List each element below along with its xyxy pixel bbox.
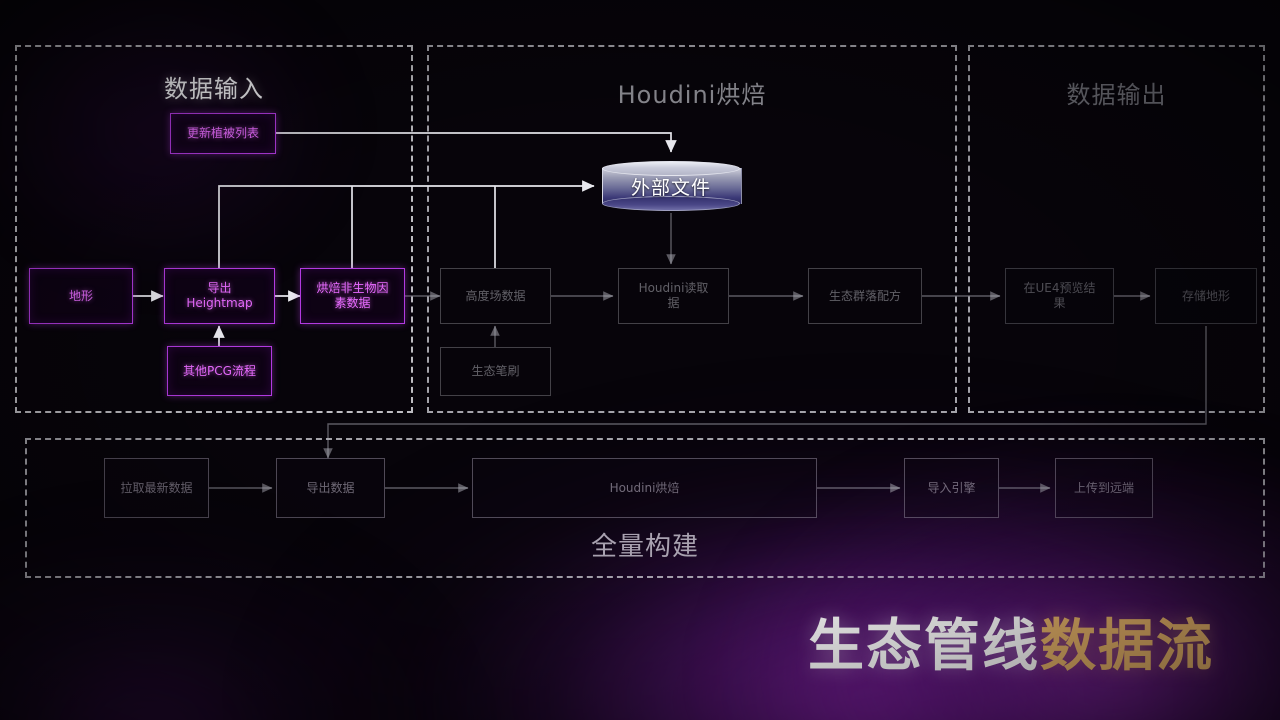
node-label: 地形 (68, 288, 93, 303)
node-label: 存储地形 (1181, 288, 1230, 303)
node-label-line1: 导出 (207, 281, 232, 296)
node-label-line2: 果 (1053, 296, 1066, 310)
node-label-line2: Heightmap (186, 296, 253, 310)
node-label: Houdini烘焙 (609, 480, 680, 495)
node-label: 高度场数据 (465, 288, 526, 303)
page-title-white: 生态管线 (808, 614, 1040, 679)
node-houdini-read-data[interactable]: Houdini读取 据 (618, 268, 729, 324)
group-title-full-build: 全量构建 (590, 532, 699, 562)
group-title-data-output: 数据输出 (1066, 81, 1167, 109)
node-label: 生态笔刷 (471, 364, 520, 379)
node-terrain[interactable]: 地形 (29, 268, 133, 324)
node-label-line1: 烘焙非生物因 (316, 281, 389, 296)
node-label: 其他PCG流程 (183, 363, 256, 378)
node-label: 导入引擎 (927, 480, 976, 495)
node-upload-remote[interactable]: 上传到远端 (1055, 458, 1153, 518)
node-label: 拉取最新数据 (120, 480, 193, 495)
node-label-line1: 在UE4预览结 (1023, 281, 1096, 296)
node-export-data[interactable]: 导出数据 (276, 458, 385, 518)
node-label-line1: Houdini读取 (638, 281, 709, 296)
node-pull-latest-data[interactable]: 拉取最新数据 (104, 458, 209, 518)
node-label: 上传到远端 (1073, 480, 1134, 495)
page-title-gold: 数据流 (1040, 614, 1214, 679)
node-import-engine[interactable]: 导入引擎 (904, 458, 999, 518)
node-label-line2: 据 (667, 296, 680, 310)
node-export-heightmap[interactable]: 导出 Heightmap (164, 268, 275, 324)
page-title: 生态管线数据流 (808, 601, 1214, 682)
node-label: 生态群落配方 (828, 288, 901, 303)
group-title-data-input: 数据输入 (164, 75, 264, 103)
node-store-terrain[interactable]: 存储地形 (1155, 268, 1257, 324)
node-biome-recipe[interactable]: 生态群落配方 (808, 268, 922, 324)
node-update-vegetation-list[interactable]: 更新植被列表 (170, 113, 276, 154)
node-heightfield-data[interactable]: 高度场数据 (440, 268, 551, 324)
node-houdini-bake-bottom[interactable]: Houdini烘焙 (472, 458, 817, 518)
node-other-pcg-pipeline[interactable]: 其他PCG流程 (167, 346, 272, 396)
node-label: 导出数据 (306, 480, 355, 495)
node-label: 外部文件 (630, 176, 711, 199)
node-label: 更新植被列表 (186, 126, 259, 141)
node-eco-brush[interactable]: 生态笔刷 (440, 347, 551, 396)
node-preview-in-ue4[interactable]: 在UE4预览结 果 (1005, 268, 1114, 324)
node-bake-abiotic-data[interactable]: 烘焙非生物因 素数据 (300, 268, 405, 324)
group-data-output: 数据输出 (968, 45, 1265, 413)
node-external-file[interactable]: 外部文件 (602, 161, 742, 211)
node-label-line2: 素数据 (334, 296, 371, 310)
group-title-houdini-bake: Houdini烘焙 (617, 81, 767, 109)
